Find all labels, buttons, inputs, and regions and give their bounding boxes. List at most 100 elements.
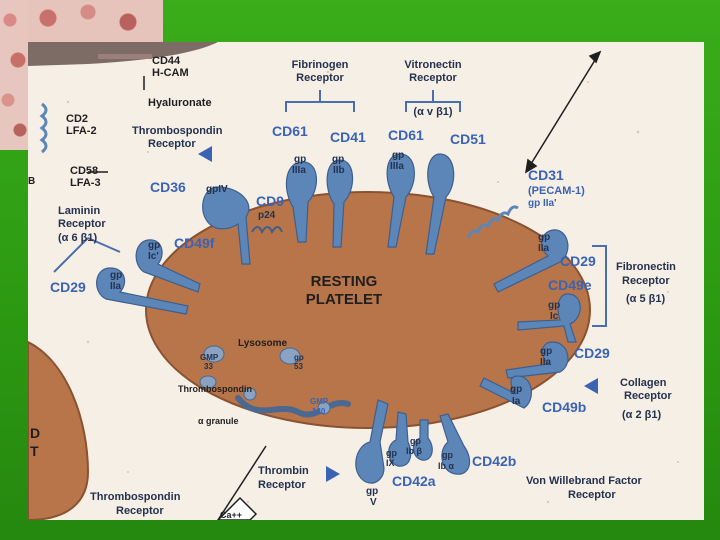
gp-ix-1b-label: IX [386, 458, 395, 468]
vwf-receptor-label-2: Receptor [568, 489, 616, 501]
gp53-label-1: gp [294, 353, 304, 362]
cd49f-label: CD49f [174, 235, 215, 251]
thrombospondin-arrow-icon [198, 146, 212, 162]
gp-ib-beta-1b-label: Ib β [406, 446, 422, 456]
collagen-arrow-icon [584, 378, 598, 394]
gp-ib-beta-1-label: gp [410, 436, 421, 446]
alpha-granule-label: α granule [198, 416, 239, 426]
hyaluronate-label: Hyaluronate [148, 97, 212, 109]
lfa2-label: LFA-2 [66, 125, 97, 137]
arrows [88, 50, 602, 520]
left-edge-b-label: B [28, 176, 35, 187]
receptor-gp-iiia-1 [285, 161, 317, 243]
left-cell-text-d: D [30, 425, 40, 441]
receptor-gpiv [202, 186, 251, 265]
cd41-label: CD41 [330, 129, 366, 145]
receptor-gp-iib-1 [326, 159, 354, 248]
alpha2-beta1-label: (α 2 β1) [622, 409, 661, 421]
thrombin-arrow-icon [326, 466, 340, 482]
resting-platelet-title-2: PLATELET [306, 291, 382, 308]
gp-iiia-2b-label: IIIa [390, 161, 404, 172]
receptor-gp-iiia-2 [386, 153, 415, 248]
receptor-gp-ib-beta [412, 419, 433, 461]
left-cell-text-t: T [30, 443, 39, 459]
platelet-receptor-diagram: D T B [28, 42, 704, 520]
receptor-gp-ib-alpha [439, 413, 471, 475]
diagram-canvas: D T B [28, 42, 679, 520]
gp-iia-lower-1-label: gp [540, 346, 552, 357]
blood-cell-photo-top [28, 0, 163, 42]
receptor-gp-iia-right [493, 229, 569, 293]
cd29-left-label: CD29 [50, 279, 86, 295]
receptor-gp-iia-lower [505, 341, 569, 379]
laminin-bracket [53, 237, 121, 273]
collagen-receptor-label-2: Receptor [624, 390, 672, 402]
gp-iib-1b-label: IIb [333, 165, 345, 176]
gp-iia-left-1b-label: IIa [110, 281, 122, 292]
gp53-label-2: 53 [294, 362, 303, 371]
fibronectin-receptor-label-2: Receptor [622, 275, 670, 287]
fibrinogen-receptor-label-1: Fibrinogen [292, 59, 349, 71]
cd9-label: CD9 [256, 193, 284, 209]
fibronectin-receptor-label-1: Fibronectin [616, 261, 676, 273]
gmp140-label-2: 140 [312, 407, 326, 416]
receptor-gp-ic-right [517, 293, 581, 343]
alpha-granule-bead-2 [317, 401, 331, 415]
cd36-label: CD36 [150, 179, 186, 195]
fibrinogen-receptor-label-2: Receptor [296, 72, 344, 84]
neighbor-cell-body [28, 340, 90, 520]
gp-iia-left-1-label: gp [110, 270, 122, 281]
cd58-label: CD58 [70, 165, 98, 177]
gp-ic-right-1-label: gp [548, 300, 560, 311]
gp-iib-1-label: gp [332, 154, 344, 165]
gp-ib-alpha-1-label: gp [442, 450, 453, 460]
lysosome-label: Lysosome [238, 338, 288, 349]
cd31-coil [466, 205, 519, 239]
thrombospondin-receptor-bottom-label-1: Thrombospondin [90, 491, 181, 503]
gp-ic-star-1b-label: Ic' [148, 251, 159, 262]
receptor-gp-ia [479, 375, 532, 409]
blood-cell-photo-strip [0, 0, 28, 150]
alpha-v-beta1-label: (α v β1) [413, 106, 452, 118]
cd9-coil [251, 226, 283, 235]
alpha5-beta1-label: (α 5 β1) [626, 293, 665, 305]
thrombin-receptor-label-1: Thrombin [258, 465, 309, 477]
thrombin-receptor-label-2: Receptor [258, 479, 306, 491]
thrombospondin-receptor-label-1: Thrombospondin [132, 125, 223, 137]
cd44-label: CD44 [152, 55, 181, 67]
cd61-left-label: CD61 [272, 123, 308, 139]
laminin-receptor-label-2: Receptor [58, 218, 106, 230]
cd49b-label: CD49b [542, 399, 586, 415]
thrombospondin-receptor-bottom-label-2: Receptor [116, 505, 164, 517]
cd44-stalk [98, 54, 152, 59]
cd31-label: CD31 [528, 167, 564, 183]
alpha6-beta1-label: (α 6 β1) [58, 232, 97, 244]
receptor-gp-ic-left [135, 239, 201, 293]
receptor-brackets [53, 90, 607, 327]
hcam-label: H-CAM [152, 67, 189, 79]
gp-ic-star-1-label: gp [148, 240, 160, 251]
gp-v-1b-label: V [370, 497, 377, 508]
gp-iiia-1-label: gp [294, 154, 306, 165]
cd42a-label: CD42a [392, 473, 436, 489]
gp-iiia-1b-label: IIIa [292, 165, 306, 176]
gpiv-label: gpIV [206, 184, 228, 195]
gp53-granule [279, 347, 301, 365]
fibrinogen-bracket [285, 101, 355, 112]
p24-label: p24 [258, 210, 276, 221]
gp-iia-right-1b-label: IIa [538, 243, 550, 254]
lfa3-label: LFA-3 [70, 177, 101, 189]
calcium-diamond [216, 496, 258, 520]
cd2-coil [39, 102, 48, 154]
gmp33-label-2: 33 [204, 362, 213, 371]
gmp33-label-1: GMP [200, 353, 219, 362]
calcium-ion-label: Ca++ [220, 510, 242, 520]
background-speckles [66, 70, 679, 504]
gmp140-label-1: GMP [310, 397, 329, 406]
thrombospondin-receptor-label-2: Receptor [148, 138, 196, 150]
alpha-granule-bead-1 [243, 387, 257, 401]
cd29-right-lower-label: CD29 [574, 345, 610, 361]
collagen-receptor-label-1: Collagen [620, 377, 667, 389]
receptor-cd51 [425, 153, 455, 255]
cd51-label: CD51 [450, 131, 486, 147]
